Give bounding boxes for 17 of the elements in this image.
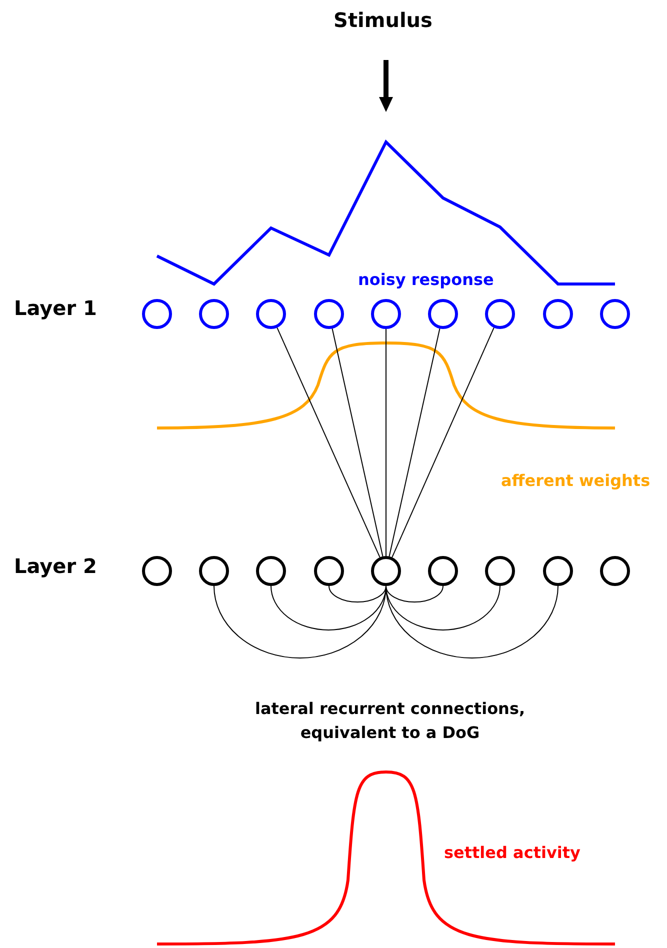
text-label: Layer 2 bbox=[14, 553, 97, 580]
connection-line bbox=[332, 328, 384, 557]
connection-line bbox=[386, 586, 444, 602]
connection-line bbox=[276, 327, 380, 558]
text-label: settled activity bbox=[444, 842, 580, 864]
text-label: afferent weights bbox=[501, 470, 650, 492]
connection-line bbox=[328, 586, 386, 602]
text-label: lateral recurrent connections, equivalent to a DoG bbox=[254, 698, 526, 744]
connection-line bbox=[392, 327, 494, 558]
connection-line bbox=[386, 586, 558, 658]
connection-line bbox=[214, 586, 386, 658]
connection-line bbox=[386, 586, 500, 630]
title: Stimulus bbox=[334, 7, 432, 34]
text-label: Layer 1 bbox=[14, 295, 97, 322]
connection-line bbox=[270, 586, 386, 630]
text-label: noisy response bbox=[358, 269, 494, 291]
connection-line bbox=[388, 328, 440, 557]
